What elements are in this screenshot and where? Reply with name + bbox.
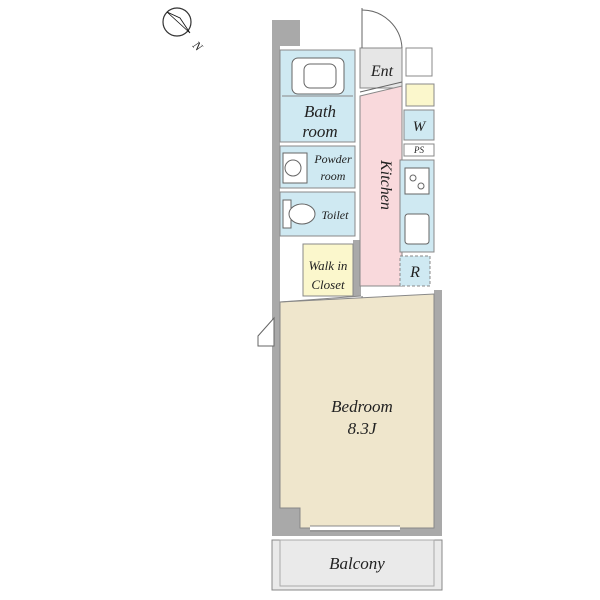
balcony: Balcony [271,539,443,591]
pipe-space-label: PS [413,145,424,155]
toilet-label: Toilet [322,208,350,222]
bath-room: Bath room [279,49,356,143]
kitchen-label: Kitchen [377,159,394,210]
kitchen: Kitchen [359,85,403,331]
refrigerator-space: R [399,255,431,287]
refrigerator-label: R [409,264,420,281]
compass-north-label: N [189,38,206,55]
exterior-walls [272,20,442,536]
washer-label: W [413,119,427,135]
closet-label-line1: Walk in [309,258,348,273]
washer-space: W [403,109,435,141]
entrance-door-swing-icon [361,9,403,49]
storage-unit [405,83,435,107]
entrance: Ent [359,8,435,107]
bath-room-label-line2: room [302,122,337,141]
powder-room-label-line2: room [321,169,346,183]
sink-icon [404,213,430,245]
powder-room: Powder room [279,145,356,189]
washbasin-icon [282,152,308,184]
entrance-label: Ent [370,63,394,80]
stove-icon [404,167,430,195]
toilet-room: Toilet [279,191,356,237]
bedroom-label: Bedroom [331,397,393,416]
walk-in-closet: Walk in Closet [280,243,354,297]
toilet-bowl-icon [288,203,316,225]
bedroom-size-label: 8.3J [348,419,378,438]
bedroom-window-icon [257,316,275,347]
closet-label-line2: Closet [311,277,345,292]
north-arrow-icon [162,7,192,37]
kitchen-counter [399,159,435,253]
bath-room-label-line1: Bath [304,102,336,121]
bedroom: Bedroom 8.3J [257,293,435,532]
pipe-space: PS [403,143,435,157]
powder-room-label-line1: Powder [313,152,352,166]
compass: N [162,7,206,55]
shoe-cabinet [405,47,433,77]
balcony-label: Balcony [329,554,385,573]
